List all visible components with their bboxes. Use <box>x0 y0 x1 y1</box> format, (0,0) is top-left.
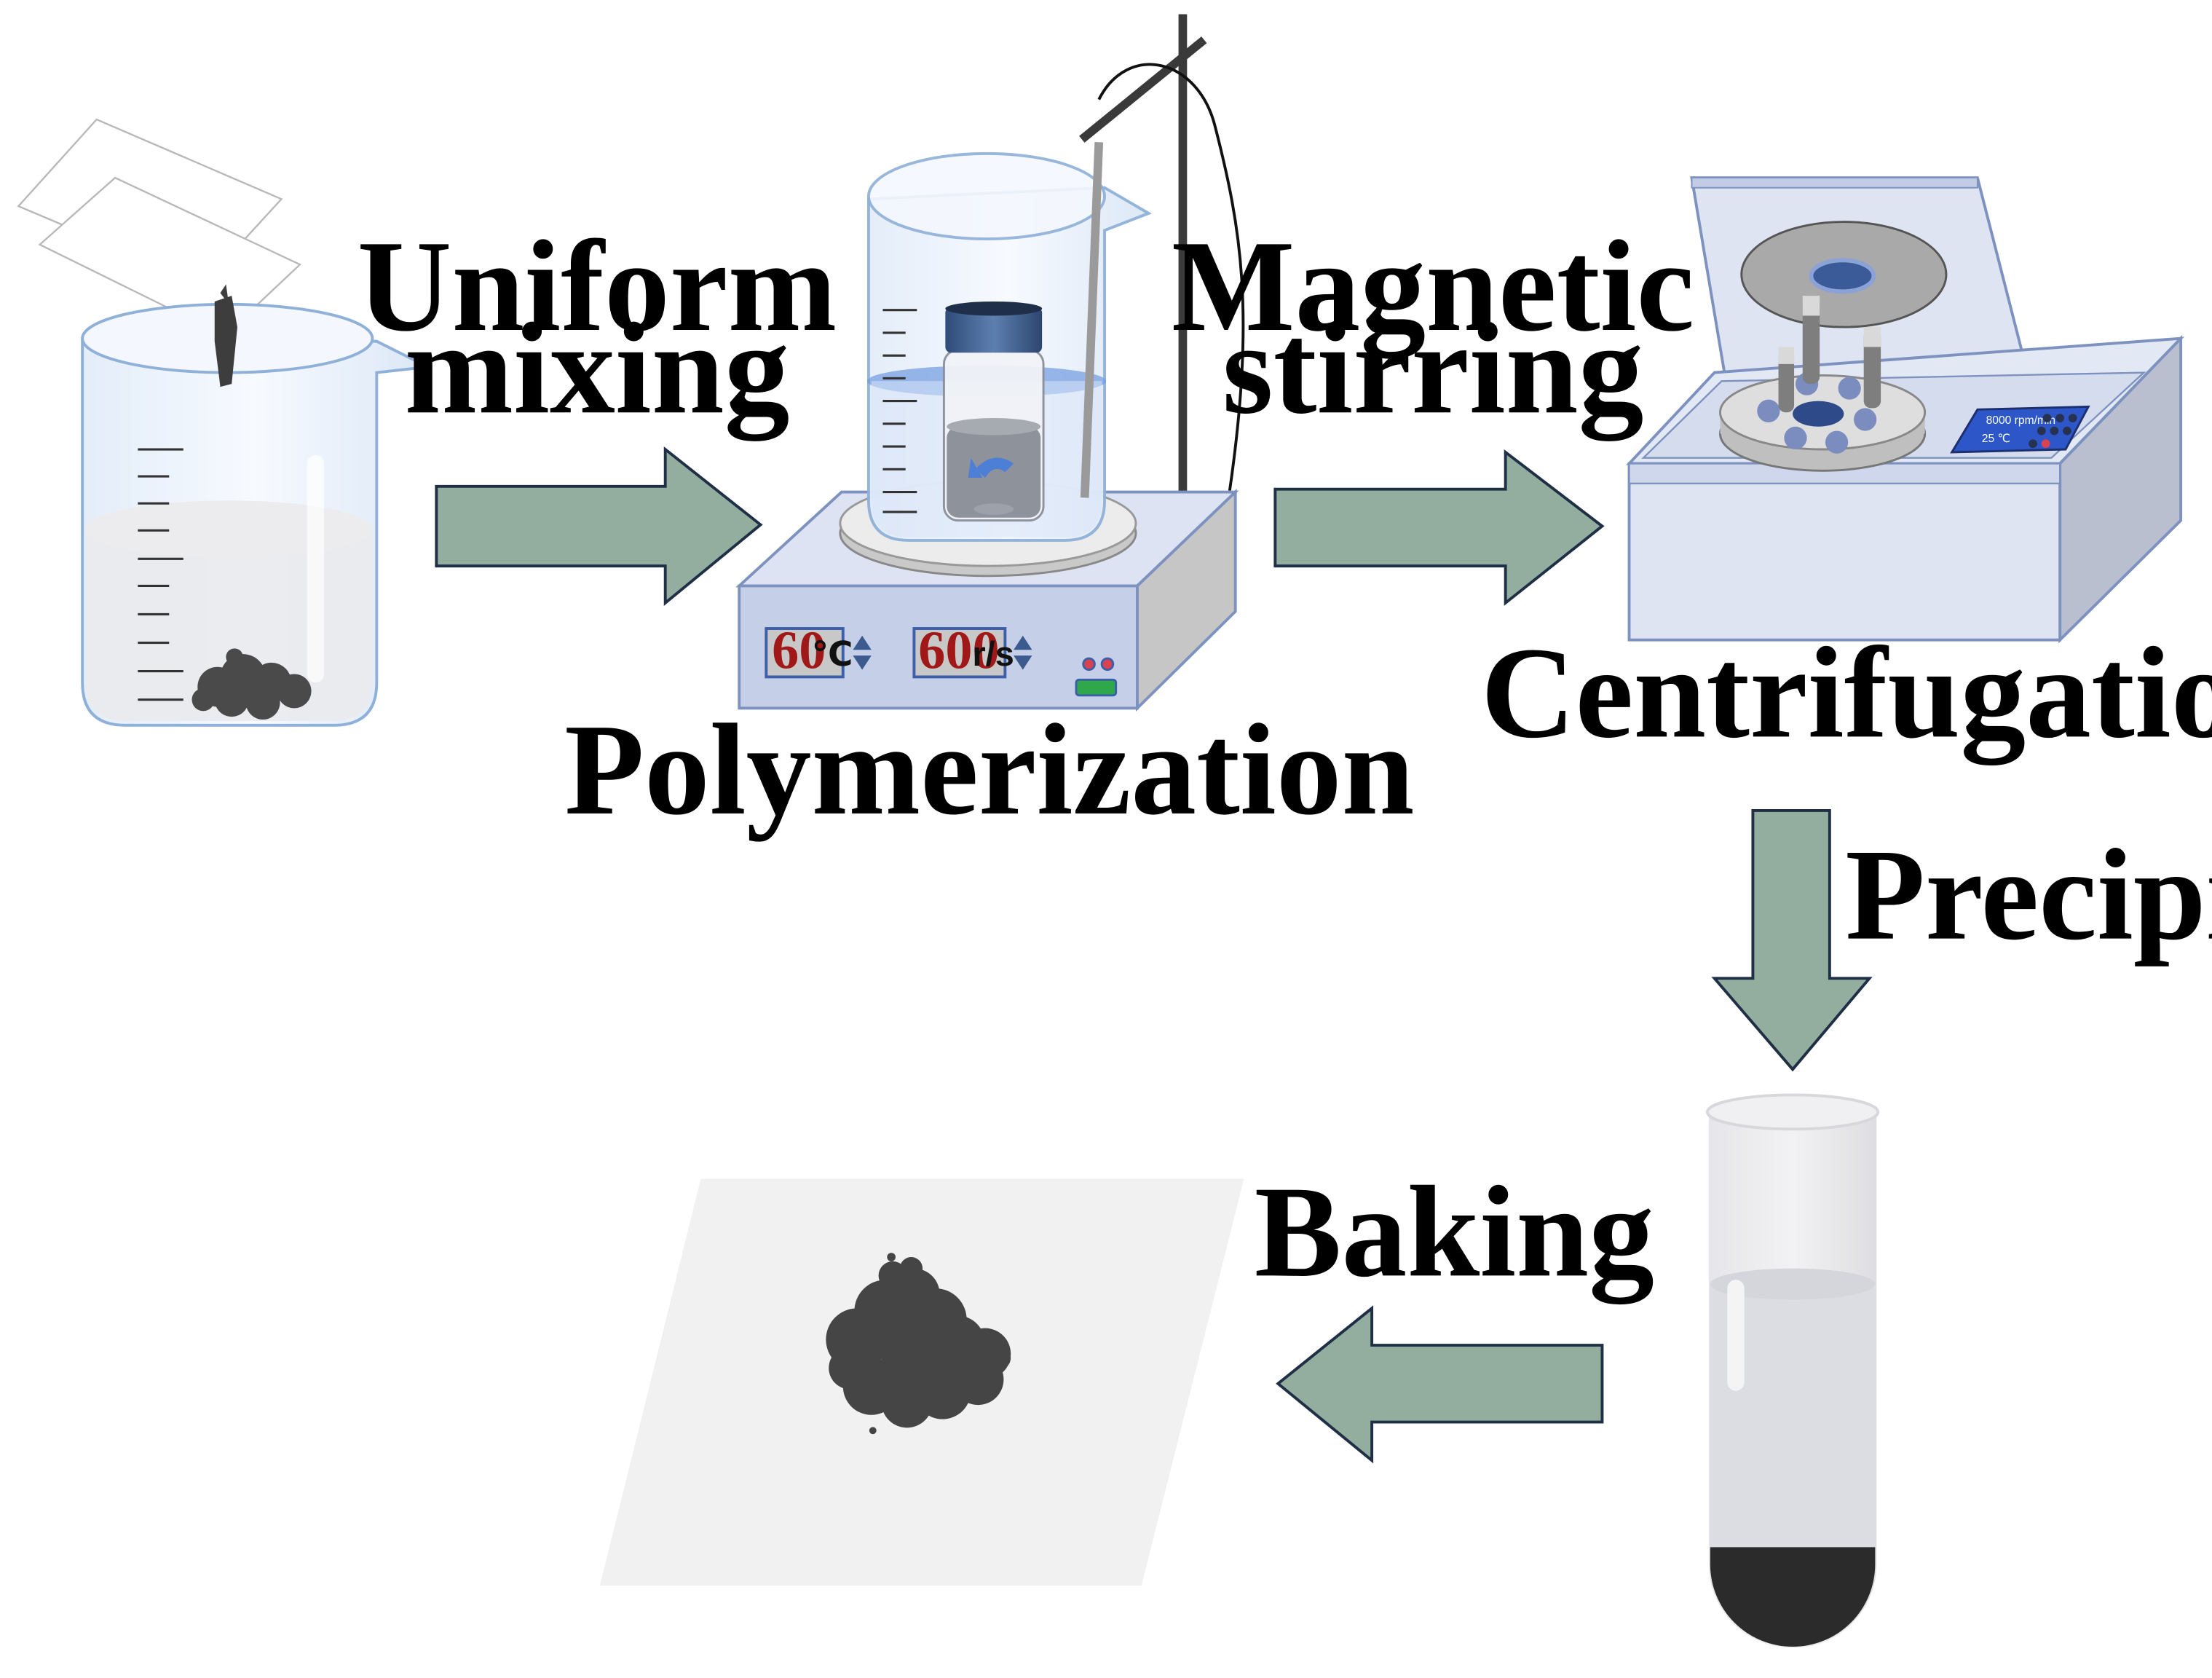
speed-display: 600 r/s <box>912 621 1014 681</box>
falling-fiber-icon <box>214 284 237 387</box>
test-tube <box>1705 1093 1880 1648</box>
temperature-unit: ℃ <box>812 635 853 673</box>
baking-label: Baking <box>1255 1159 1654 1304</box>
paper-sheets-icon <box>17 118 301 337</box>
uniform-mixing-label-line2: mixing <box>405 296 790 441</box>
magnetic-stirring-arrow <box>1273 449 1605 606</box>
uniform-mixing-arrow <box>435 446 763 607</box>
power-button[interactable] <box>1075 678 1118 697</box>
centrifuge: 8000 rpm/min 25 ℃ <box>1626 176 2185 644</box>
stand-rod-icon <box>1079 14 1245 519</box>
speed-unit: r/s <box>972 635 1014 673</box>
speed-adjust-icon[interactable] <box>1014 635 1032 670</box>
baked-powder-sheet <box>599 1178 1244 1586</box>
centrifuge-temp-readout: 25 ℃ <box>1982 433 2010 445</box>
magnetic-stirring-label-line2: stirring <box>1222 296 1644 441</box>
polymerization-label: Polymerization <box>564 697 1414 842</box>
magnetic-stirring-label-line1: Magnetic <box>1172 213 1694 359</box>
precipitate-label: Precipitate <box>1845 822 2212 967</box>
precipitate-arrow <box>1711 808 1873 1072</box>
centrifuge-control-panel: 8000 rpm/min 25 ℃ <box>1950 405 2090 454</box>
speed-value: 600 <box>918 621 999 681</box>
centrifugation-label: Centrifugation <box>1481 620 2212 765</box>
temperature-adjust-icon[interactable] <box>853 635 872 670</box>
mixing-beaker <box>17 118 433 727</box>
indicator-light-icon <box>1100 657 1115 671</box>
centrifuge-tube-icon <box>1778 296 1881 413</box>
centrifuge-stop-button[interactable] <box>2041 439 2050 449</box>
precipitate-sediment <box>1710 1547 1876 1647</box>
centrifuge-speed-readout: 8000 rpm/min <box>1986 414 2055 427</box>
temperature-display: 60 ℃ <box>765 621 853 681</box>
indicator-light-icon <box>1082 657 1096 671</box>
reaction-vial-icon <box>942 301 1045 522</box>
temperature-value: 60 <box>772 621 826 681</box>
magnetic-stirrer: 60 ℃ 600 r/s <box>735 14 1245 712</box>
powder-pile-icon <box>191 648 312 720</box>
uniform-mixing-label-line1: Uniform <box>358 213 837 358</box>
baking-arrow <box>1276 1305 1604 1464</box>
powder-product-icon <box>826 1253 1011 1435</box>
